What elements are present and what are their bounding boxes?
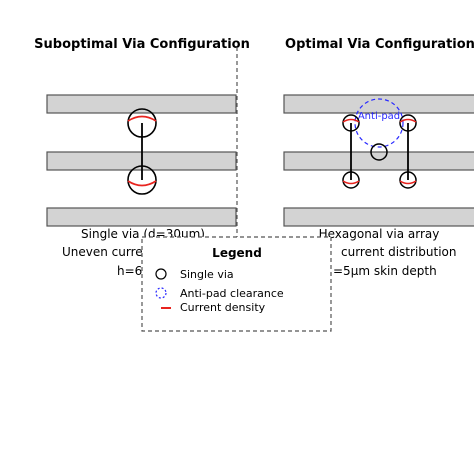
legend-antipad-icon xyxy=(155,287,167,299)
legend-title: Legend xyxy=(212,246,262,260)
left-plane-top xyxy=(46,94,237,114)
left-current-top xyxy=(127,115,157,122)
left-via-pad-top xyxy=(127,108,157,138)
left-caption-2: Uneven curre xyxy=(62,245,143,259)
right-plane-top xyxy=(283,94,474,114)
legend-box xyxy=(141,236,332,332)
legend-single-via-icon xyxy=(155,268,167,280)
antipad-clearance xyxy=(354,98,404,148)
legend-single-via-label: Single via xyxy=(180,268,234,281)
right-plane-middle xyxy=(283,151,474,171)
left-current-bottom xyxy=(127,180,157,187)
left-plane-bottom xyxy=(46,207,237,227)
right-title: Optimal Via Configuration xyxy=(285,37,474,52)
legend-antipad-label: Anti-pad clearance xyxy=(180,287,284,300)
right-caption-1: Hexagonal via array xyxy=(319,227,440,241)
right-panel: Anti-pad Hexagonal via array current dis… xyxy=(283,94,474,278)
legend-current-label: Current density xyxy=(180,301,266,314)
right-via-top-left xyxy=(342,114,360,132)
left-panel: Single via (d=30μm) Uneven curre h=6 xyxy=(46,94,237,278)
right-caption-3: =5μm skin depth xyxy=(333,264,437,278)
right-via-bottom-left xyxy=(342,171,360,189)
left-caption-3: h=6 xyxy=(117,264,142,278)
legend: Legend Single via Anti-pad clearance Cur… xyxy=(141,236,332,332)
right-via-top-right xyxy=(399,114,417,132)
right-via-bottom-right xyxy=(399,171,417,189)
left-via-pad-bottom xyxy=(127,165,157,195)
antipad-label: Anti-pad xyxy=(358,111,400,122)
right-via-center xyxy=(370,143,388,161)
left-title: Suboptimal Via Configuration xyxy=(34,37,250,52)
right-caption-2: current distribution xyxy=(341,245,457,259)
right-plane-bottom xyxy=(283,207,474,227)
